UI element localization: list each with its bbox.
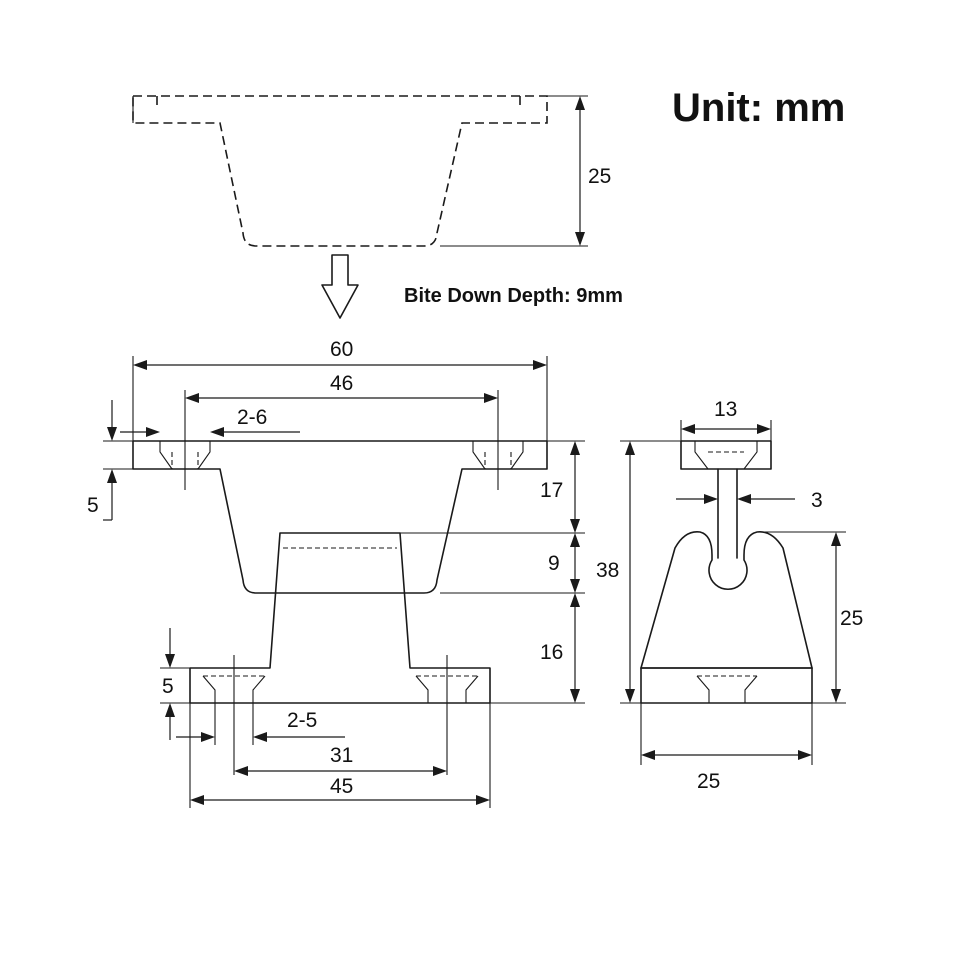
hole-spacing-top-label: 46 xyxy=(330,372,353,395)
upper-height-label: 17 xyxy=(540,479,563,502)
side-slot-width-label: 3 xyxy=(811,489,823,512)
dim-hole-spacing-bottom: 31 xyxy=(234,744,447,776)
side-top-width-label: 13 xyxy=(714,398,737,421)
front-view-upper-part xyxy=(132,420,548,594)
dim-bottom-holes: 2-5 xyxy=(176,703,345,745)
base-width-label: 45 xyxy=(330,775,353,798)
dim-overall-width: 60 xyxy=(132,338,548,441)
dim-side-slot-width: 3 xyxy=(676,489,823,512)
dim-base-width: 45 xyxy=(189,703,491,808)
dim-side-top-width: 13 xyxy=(680,398,772,441)
top-view-height-dimension: 25 xyxy=(440,95,611,247)
flange-thickness-bottom-label: 5 xyxy=(162,675,174,698)
dim-side-lower-height: 25 xyxy=(760,531,863,704)
overall-width-label: 60 xyxy=(330,338,353,361)
bite-depth-label: 9 xyxy=(548,552,560,575)
flange-thickness-top-label: 5 xyxy=(87,494,99,517)
top-view-upper-part xyxy=(132,95,548,247)
side-view-part xyxy=(640,440,813,704)
lower-height-label: 16 xyxy=(540,641,563,664)
dim-side-overall-height: 38 xyxy=(596,440,681,704)
front-view-lower-part xyxy=(189,532,491,775)
side-base-width-label: 25 xyxy=(697,770,720,793)
dim-vertical-stack: 17 9 16 xyxy=(400,440,585,704)
down-arrow-icon xyxy=(321,254,359,319)
dim-flange-thickness-top: 5 xyxy=(87,400,133,521)
side-lower-height-label: 25 xyxy=(840,607,863,630)
top-holes-label: 2-6 xyxy=(237,406,267,429)
dim-top-holes: 2-6 xyxy=(120,406,300,437)
dim-side-base-width: 25 xyxy=(640,703,813,793)
unit-label: Unit: mm xyxy=(672,86,845,130)
bite-depth-note: Bite Down Depth: 9mm xyxy=(404,285,623,307)
dim-hole-spacing-top: 46 xyxy=(184,372,499,420)
bottom-holes-label: 2-5 xyxy=(287,709,317,732)
top-view-height-label: 25 xyxy=(588,165,611,188)
dim-flange-thickness-bottom: 5 xyxy=(160,628,190,740)
side-overall-height-label: 38 xyxy=(596,559,619,582)
hole-spacing-bottom-label: 31 xyxy=(330,744,353,767)
